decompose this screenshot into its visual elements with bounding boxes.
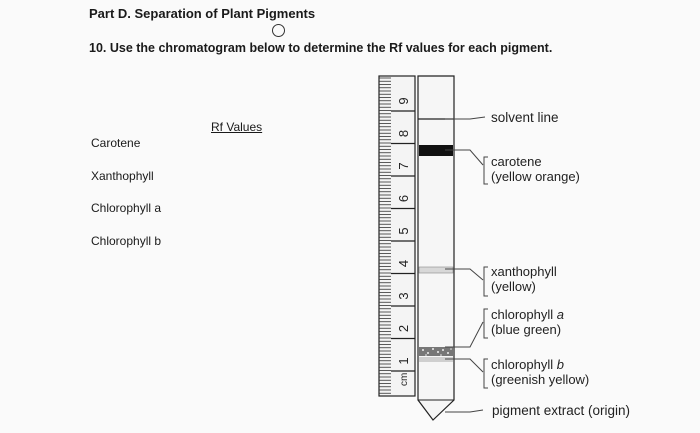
ruler-number: 9 — [396, 97, 411, 104]
pigment-carotene: Carotene — [91, 136, 141, 150]
ruler-unit-label: cm — [399, 373, 410, 386]
rf-values-header: Rf Values — [211, 120, 263, 134]
pigment-chlorophyll-b: Chlorophyll b — [91, 234, 162, 248]
ruler-number: 2 — [396, 325, 411, 332]
xanthophyll-name: xanthophyll — [491, 264, 557, 279]
xanthophyll-band — [418, 266, 454, 274]
ruler-number: 8 — [396, 130, 411, 137]
radio-button[interactable] — [272, 24, 285, 37]
carotene-label: carotene (yellow orange) — [491, 154, 580, 184]
chlorophyll-b-letter: b — [556, 357, 565, 372]
chlorophyll-a-band — [419, 347, 453, 356]
section-title: Part D. Separation of Plant Pigments — [89, 6, 316, 21]
solvent-line-label: solvent line — [491, 110, 559, 125]
origin-label: pigment extract (origin) — [492, 403, 631, 418]
ruler: cm 1 2 3 4 5 6 7 8 9 — [378, 75, 416, 397]
pigment-chlorophyll-a: Chlorophyll a — [91, 201, 162, 215]
chlorophyll-a-label: chlorophyll a (blue green) — [491, 307, 564, 337]
xanthophyll-label: xanthophyll (yellow) — [491, 264, 557, 294]
chlorophyll-a-name: chlorophyll — [491, 307, 554, 322]
ruler-number: 6 — [396, 195, 411, 202]
chromatography-strip — [417, 75, 455, 421]
carotene-band — [419, 145, 453, 156]
pigment-xanthophyll: Xanthophyll — [91, 169, 154, 183]
chlorophyll-a-color: (blue green) — [491, 322, 562, 337]
chlorophyll-b-color: (greenish yellow) — [491, 372, 590, 387]
chlorophyll-b-band — [419, 357, 453, 362]
ruler-number: 7 — [396, 162, 411, 169]
question-text: 10. Use the chromatogram below to determ… — [89, 41, 553, 55]
xanthophyll-color: (yellow) — [491, 279, 536, 294]
carotene-color: (yellow orange) — [491, 169, 580, 184]
chlorophyll-b-label: chlorophyll b (greenish yellow) — [491, 357, 589, 387]
chlorophyll-b-name: chlorophyll — [491, 357, 554, 372]
ruler-number: 3 — [396, 292, 411, 299]
carotene-name: carotene — [491, 154, 542, 169]
ruler-number: 5 — [396, 227, 411, 234]
ruler-number: 1 — [396, 357, 411, 364]
chlorophyll-a-letter: a — [556, 307, 565, 322]
ruler-number: 4 — [396, 260, 411, 267]
